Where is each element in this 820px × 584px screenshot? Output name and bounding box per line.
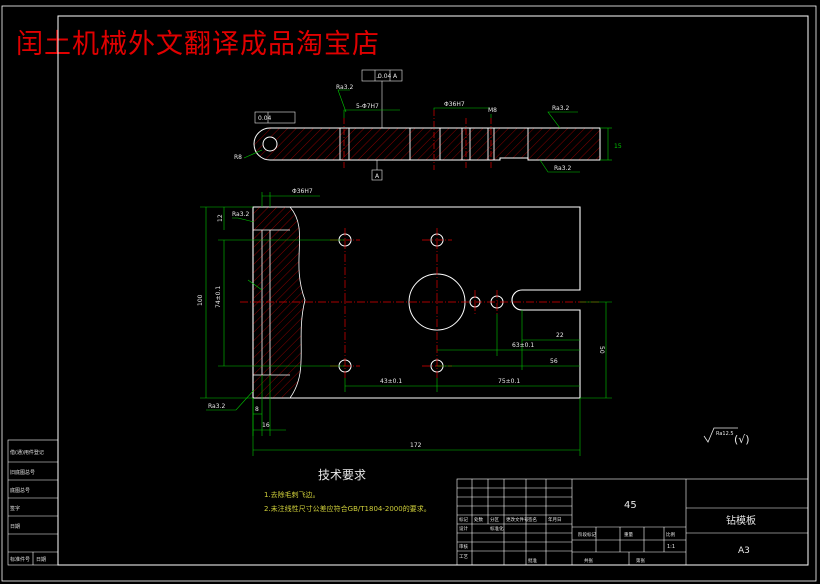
svg-text:签名: 签名 [528,516,537,523]
svg-text:重量: 重量 [624,531,633,538]
svg-text:旧底图总号: 旧底图总号 [10,469,35,476]
roughness-callout-5: Ra3.2 [208,403,225,410]
svg-text:审核: 审核 [459,543,468,550]
datum-ref: A [393,73,398,80]
plan-dimensions: 172 43±0.1 75±0.1 63±0.1 56 22 50 16 8 1… [197,188,605,449]
svg-text:签字: 签字 [10,505,20,512]
tech-requirement-2: 2.未注线性尺寸公差应符合GB/T1804-2000的要求。 [264,505,431,513]
general-roughness: Ra12.5 (√) [703,427,750,446]
svg-text:年月日: 年月日 [548,516,562,523]
roughness-callout-2: Ra3.2 [554,165,571,172]
dim-56: 56 [550,358,558,365]
section-callouts: 0.04 ⊥ 0.04 A A 5-Φ7H7 Φ36H7 M8 Ra3.2 Ra… [234,73,622,180]
svg-text:处数: 处数 [474,516,483,523]
svg-text:Ra12.5: Ra12.5 [716,431,734,437]
radius-callout: R8 [234,154,242,161]
flatness-value: 0.04 [258,115,272,122]
svg-text:(√): (√) [734,433,750,446]
watermark-text: 闰土机械外文翻译成品淘宝店 [16,29,380,60]
svg-text:批准: 批准 [528,557,537,564]
dim-63: 63±0.1 [512,342,534,349]
dim-16: 16 [262,422,270,429]
svg-text:设计: 设计 [459,525,468,532]
perpendicularity-value: 0.04 [378,73,392,80]
svg-text:更改文件号: 更改文件号 [506,516,529,523]
hole-callout-2: Φ36H7 [444,101,465,108]
title-block [456,478,809,566]
dim-12: 12 [217,214,224,222]
roughness-callout-4: Ra3.2 [232,211,249,218]
dim-22: 22 [556,332,564,339]
plate-outline [252,206,581,399]
roughness-callout-1: Ra3.2 [552,105,569,112]
svg-text:标准化: 标准化 [490,525,504,532]
hole-callout-1: 5-Φ7H7 [356,103,379,110]
svg-text:标准件号: 标准件号 [10,556,30,563]
dim-8: 8 [255,406,259,413]
dim-43: 43±0.1 [380,378,402,385]
svg-text:共张: 共张 [584,557,593,564]
dim-74: 74±0.1 [215,286,222,308]
thread-callout: M8 [488,107,497,114]
dim-50: 50 [598,346,605,354]
svg-text:阶段标记: 阶段标记 [578,531,596,538]
broken-section [252,206,306,399]
svg-text:底图总号: 底图总号 [10,487,30,494]
part-name: 钻模板 [726,514,756,527]
tech-requirements-title: 技术要求 [318,468,367,482]
svg-text:工艺: 工艺 [459,554,468,560]
tech-requirement-1: 1.去除毛刺飞边。 [264,491,320,499]
dim-75: 75±0.1 [498,378,520,385]
hole-fit-callout: Φ36H7 [292,188,313,195]
dim-172: 172 [410,442,422,449]
sheet-size: A3 [738,546,750,556]
title-block-labels: 标记 处数 分区 更改文件号 签名 年月日 设计 标准化 阶段标记 重量 比例 … [459,516,675,564]
dim-100: 100 [197,294,204,306]
datum-a: A [375,173,380,180]
svg-text:标记: 标记 [459,516,468,523]
perp-symbol: ⊥ [376,73,381,80]
svg-text:第张: 第张 [636,557,645,564]
svg-text:日期: 日期 [36,557,46,563]
svg-text:日期: 日期 [10,524,20,530]
section-view [243,69,612,181]
dim-15: 15 [614,143,622,150]
side-table [7,439,59,566]
section-body [253,127,601,161]
svg-text:比例: 比例 [666,531,675,538]
svg-text:分区: 分区 [490,516,499,523]
scale-value: 1:1 [667,544,675,550]
plan-view [200,192,612,456]
side-table-labels: 借(通)用件登记 旧底图总号 底图总号 签字 日期 标准件号 日期 [10,449,46,563]
inner-frame [57,15,809,566]
roughness-callout-3: Ra3.2 [336,84,353,91]
svg-text:借(通)用件登记: 借(通)用件登记 [10,449,44,456]
material-value: 45 [624,500,637,511]
outer-frame [1,5,817,582]
